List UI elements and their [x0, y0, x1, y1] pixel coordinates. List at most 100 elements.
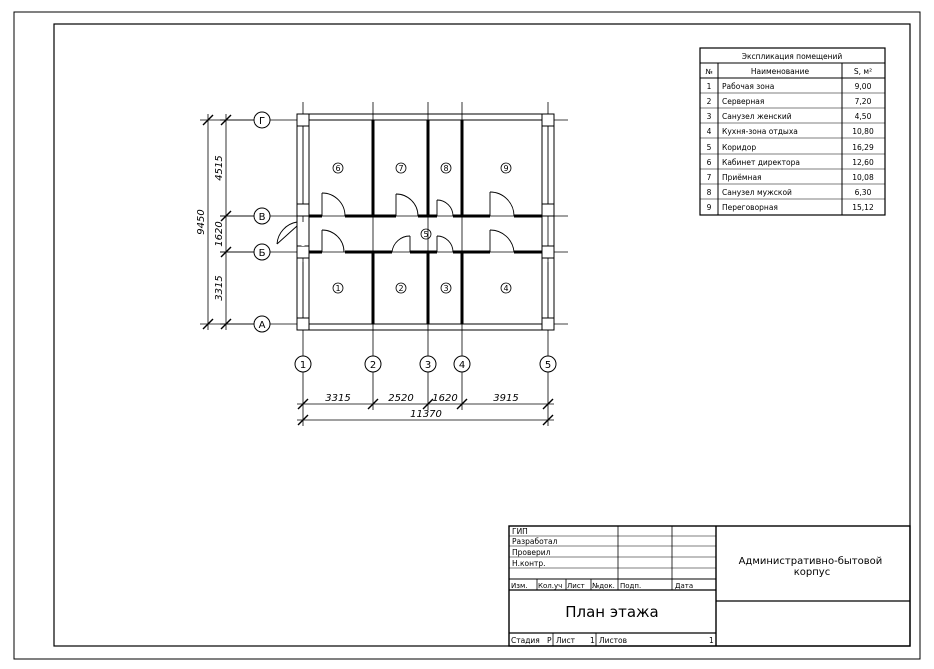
stamp-column-label: Подп. — [620, 582, 641, 590]
stamp-column-label: Кол.уч — [538, 582, 562, 590]
svg-text:7: 7 — [398, 164, 403, 173]
project-title-line-1: Административно-бытовой — [739, 556, 883, 567]
room-marker: 3 — [440, 282, 452, 294]
svg-text:2: 2 — [370, 360, 376, 371]
svg-text:7,20: 7,20 — [855, 97, 872, 106]
svg-text:10,80: 10,80 — [852, 127, 874, 136]
room-marker: 7 — [395, 162, 407, 174]
sheet-title: План этажа — [565, 603, 659, 621]
axis-marker-row: В — [253, 207, 271, 225]
table-row: 2 Серверная 7,20 — [707, 97, 872, 106]
svg-text:Кухня-зона отдыха: Кухня-зона отдыха — [722, 127, 798, 136]
svg-text:4: 4 — [459, 360, 465, 371]
row-axis-markers: Г В Б А — [253, 111, 271, 333]
svg-text:Коридор: Коридор — [722, 143, 756, 152]
svg-text:А: А — [259, 320, 266, 331]
svg-text:Санузел мужской: Санузел мужской — [722, 188, 792, 197]
svg-text:Санузел женский: Санузел женский — [722, 112, 792, 121]
sheet-frame — [53, 23, 911, 647]
svg-text:6,30: 6,30 — [855, 188, 872, 197]
svg-text:1: 1 — [335, 284, 340, 293]
room-marker: 8 — [440, 162, 452, 174]
explication-table: Экспликация помещений № Наименование S, … — [699, 47, 886, 216]
stamp-column-label: №док. — [592, 582, 615, 590]
explication-title: Экспликация помещений — [742, 52, 843, 61]
dim-label: 1620 — [214, 221, 225, 246]
axis-marker-column: 4 — [453, 355, 471, 373]
horizontal-dimensions — [297, 372, 554, 426]
table-row: 7 Приёмная 10,08 — [707, 173, 874, 182]
stamp-role-label: Разработал — [512, 537, 558, 546]
svg-text:16,29: 16,29 — [852, 143, 874, 152]
room-marker: 1 — [332, 282, 344, 294]
svg-text:6: 6 — [335, 164, 340, 173]
svg-text:1: 1 — [300, 360, 306, 371]
table-row: 9 Переговорная 15,12 — [707, 203, 874, 212]
room-markers: 1 2 3 4 5 6 7 8 9 — [332, 162, 512, 294]
dim-label: 3915 — [493, 393, 518, 404]
svg-text:Серверная: Серверная — [722, 97, 764, 106]
dim-label: 2520 — [388, 393, 413, 404]
stamp-role-label: ГИП — [512, 527, 528, 536]
stamp-column-label: Изм. — [511, 582, 527, 590]
stamp-column-label: Лист — [567, 582, 585, 590]
sheets-label: Листов — [599, 636, 627, 645]
column-axis-markers: 1 2 3 4 5 — [294, 355, 557, 373]
table-row: 8 Санузел мужской 6,30 — [707, 188, 872, 197]
svg-text:5: 5 — [707, 143, 712, 152]
svg-text:8: 8 — [707, 188, 712, 197]
svg-text:12,60: 12,60 — [852, 158, 874, 167]
svg-text:9: 9 — [707, 203, 712, 212]
stage-label: Стадия — [511, 636, 540, 645]
svg-text:8: 8 — [443, 164, 448, 173]
svg-text:4: 4 — [503, 284, 508, 293]
dim-label: 3315 — [214, 275, 225, 300]
svg-text:Приёмная: Приёмная — [722, 173, 762, 182]
svg-text:5: 5 — [423, 230, 428, 239]
svg-text:3: 3 — [707, 112, 712, 121]
svg-text:3: 3 — [425, 360, 431, 371]
svg-text:6: 6 — [707, 158, 712, 167]
svg-text:В: В — [259, 212, 266, 223]
table-row: 6 Кабинет директора 12,60 — [707, 158, 874, 167]
svg-text:4: 4 — [707, 127, 712, 136]
stamp-column-label: Дата — [675, 582, 693, 590]
svg-text:4,50: 4,50 — [855, 112, 872, 121]
svg-text:9: 9 — [503, 164, 508, 173]
dim-label: 4515 — [214, 155, 225, 180]
dim-total-label: 11370 — [410, 409, 442, 420]
room-marker: 4 — [500, 282, 512, 294]
svg-text:Б: Б — [259, 248, 266, 259]
project-title-line-2: корпус — [794, 567, 830, 578]
svg-text:3: 3 — [443, 284, 448, 293]
stamp-role-label: Проверил — [512, 548, 551, 557]
room-marker: 6 — [332, 162, 344, 174]
axis-marker-column: 5 — [539, 355, 557, 373]
project-title: Административно-бытовой корпус — [739, 556, 886, 578]
axis-marker-row: Г — [253, 111, 271, 129]
dim-label: 1620 — [432, 393, 457, 404]
table-header: Наименование — [751, 67, 810, 76]
sheet-value: 1 — [590, 636, 595, 645]
table-header: S, м² — [854, 67, 872, 76]
axis-marker-row: Б — [253, 243, 271, 261]
svg-text:2: 2 — [707, 97, 712, 106]
sheet-label: Лист — [556, 636, 576, 645]
table-row: 5 Коридор 16,29 — [707, 143, 874, 152]
room-marker: 2 — [395, 282, 407, 294]
floor-plan — [220, 102, 568, 356]
room-marker: 9 — [500, 162, 512, 174]
svg-text:7: 7 — [707, 173, 712, 182]
dim-total-label: 9450 — [196, 209, 207, 234]
svg-text:Переговорная: Переговорная — [722, 203, 778, 212]
table-row: 4 Кухня-зона отдыха 10,80 — [707, 127, 874, 136]
table-row: 3 Санузел женский 4,50 — [707, 112, 872, 121]
stamp-role-label: Н.контр. — [512, 559, 546, 568]
table-row: 1 Рабочая зона 9,00 — [707, 82, 872, 91]
axis-marker-column: 2 — [364, 355, 382, 373]
svg-text:Г: Г — [259, 116, 265, 127]
axis-marker-column: 3 — [419, 355, 437, 373]
axis-marker-row: А — [253, 315, 271, 333]
room-marker: 5 — [420, 228, 432, 240]
